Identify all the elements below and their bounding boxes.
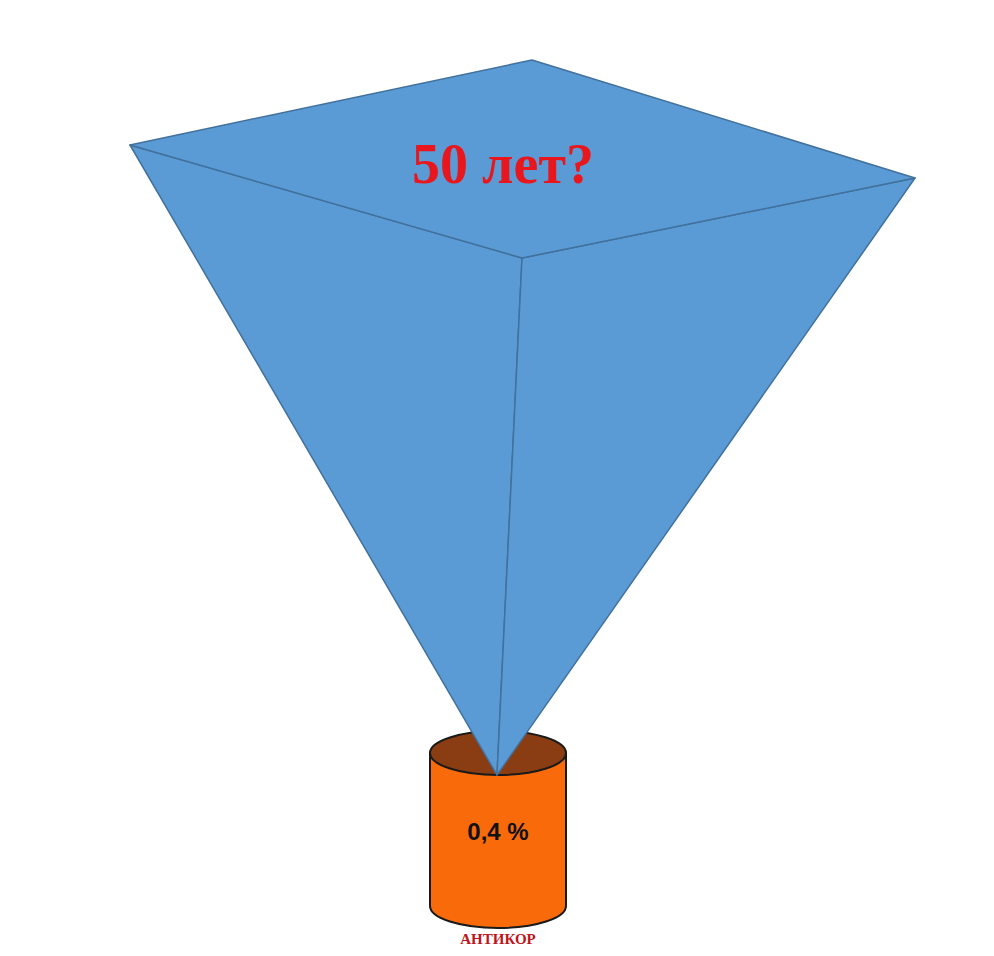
pyramid-face [130,60,915,258]
node-label: 50 лет? [412,134,594,196]
pyramid-node: 50 лет? [128,58,918,778]
cylinder-body [430,753,566,928]
pyramid-face [497,178,915,775]
cylinder-top [430,731,566,775]
node-label: 0,4 % [467,819,528,845]
node-caption: АНТИКОР [460,931,536,948]
